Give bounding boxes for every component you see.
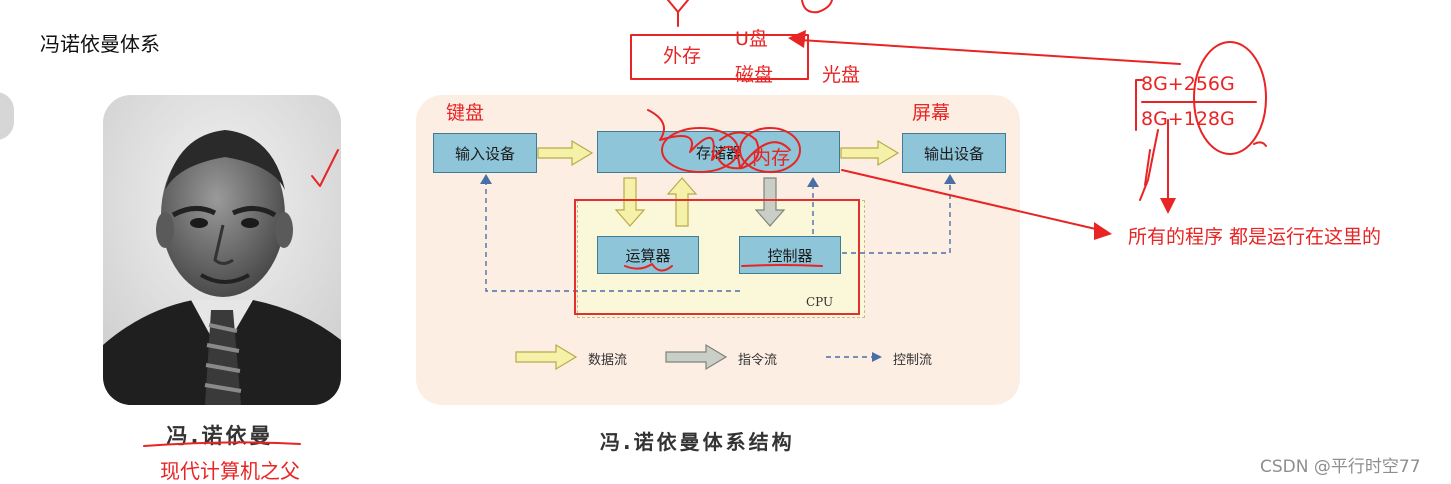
stroke-arrow-to-external-storage [799, 39, 1181, 65]
cpu-label: CPU [806, 295, 834, 309]
stroke-arrowhead-ram-down [1160, 198, 1176, 214]
portrait-note-handwritten: 现代计算机之父 [160, 459, 300, 483]
data-flow-arrow-memory-alu [614, 177, 646, 227]
stroke-name-underline [143, 441, 301, 447]
data-flow-arrow-alu-memory [666, 177, 698, 227]
stroke-control-underline [741, 264, 823, 267]
control-flow-line-to-input [485, 183, 740, 292]
cpu-red-frame [574, 199, 860, 315]
stroke-external-storage-box [630, 34, 809, 80]
legend-control-arrow-head [872, 352, 882, 362]
annotation-magnetic-disk: 磁盘 [735, 64, 774, 86]
stroke-ram-squiggle [1253, 141, 1267, 147]
side-scroll-tab[interactable] [0, 92, 14, 140]
annotation-screen: 屏幕 [912, 102, 951, 124]
control-unit-box: 控制器 [739, 236, 841, 274]
legend-instruction-flow-arrow [665, 343, 728, 371]
portrait-image [103, 95, 341, 405]
legend-instruction-flow-label: 指令流 [738, 353, 778, 368]
output-device-box: 输出设备 [902, 133, 1006, 173]
stroke-memory-circle-2 [739, 127, 801, 173]
stroke-ram-bracket [1135, 79, 1143, 131]
annotation-ram-spec-1: 8G+256G [1141, 73, 1235, 95]
annotation-external-storage: 外存 [663, 45, 702, 67]
stroke-memory-scribble [647, 109, 791, 169]
stroke-checkmark [311, 149, 339, 187]
stroke-arrowhead-all-programs [1094, 222, 1112, 240]
legend-data-flow-arrow [515, 343, 578, 371]
annotation-optical-disk: 光盘 [822, 64, 861, 86]
stroke-ram-down-lines [1139, 129, 1159, 201]
legend-control-flow-label: 控制流 [893, 353, 933, 368]
input-device-box: 输入设备 [433, 133, 537, 173]
annotation-all-programs: 所有的程序 都是运行在这里的 [1128, 226, 1382, 248]
control-arrow-head-output [944, 174, 956, 184]
control-arrow-head-memory [807, 177, 819, 187]
control-flow-line-to-output [842, 183, 951, 254]
stroke-memory-circle-1 [661, 127, 739, 173]
stroke-memory-loop [717, 131, 760, 170]
instruction-flow-arrow-memory-control [754, 177, 786, 227]
stroke-top-arrow [667, 0, 689, 27]
control-arrow-head-input [480, 174, 492, 184]
stroke-alu-squiggle [624, 263, 673, 272]
data-flow-arrow-memory-output [840, 139, 900, 167]
stroke-arrow-to-all-programs [841, 169, 1101, 231]
page-title: 冯诺依曼体系 [40, 32, 160, 56]
annotation-keyboard: 键盘 [446, 102, 485, 124]
annotation-usb-disk: U盘 [735, 28, 768, 50]
annotation-ram-spec-2: 8G+128G [1141, 108, 1235, 130]
diagram-title: 冯.诺依曼体系结构 [600, 430, 795, 454]
stroke-arrowhead-external-storage [788, 30, 806, 48]
data-flow-arrow-input-memory [537, 139, 594, 167]
csdn-watermark: CSDN @平行时空77 [1260, 457, 1421, 477]
von-neumann-portrait [103, 95, 341, 405]
annotation-memory-handwritten: 内存 [752, 147, 791, 169]
stroke-ram-circle [1193, 41, 1267, 155]
legend-data-flow-label: 数据流 [588, 353, 628, 368]
alu-box: 运算器 [597, 236, 699, 274]
stroke-top-circle [801, 0, 833, 14]
